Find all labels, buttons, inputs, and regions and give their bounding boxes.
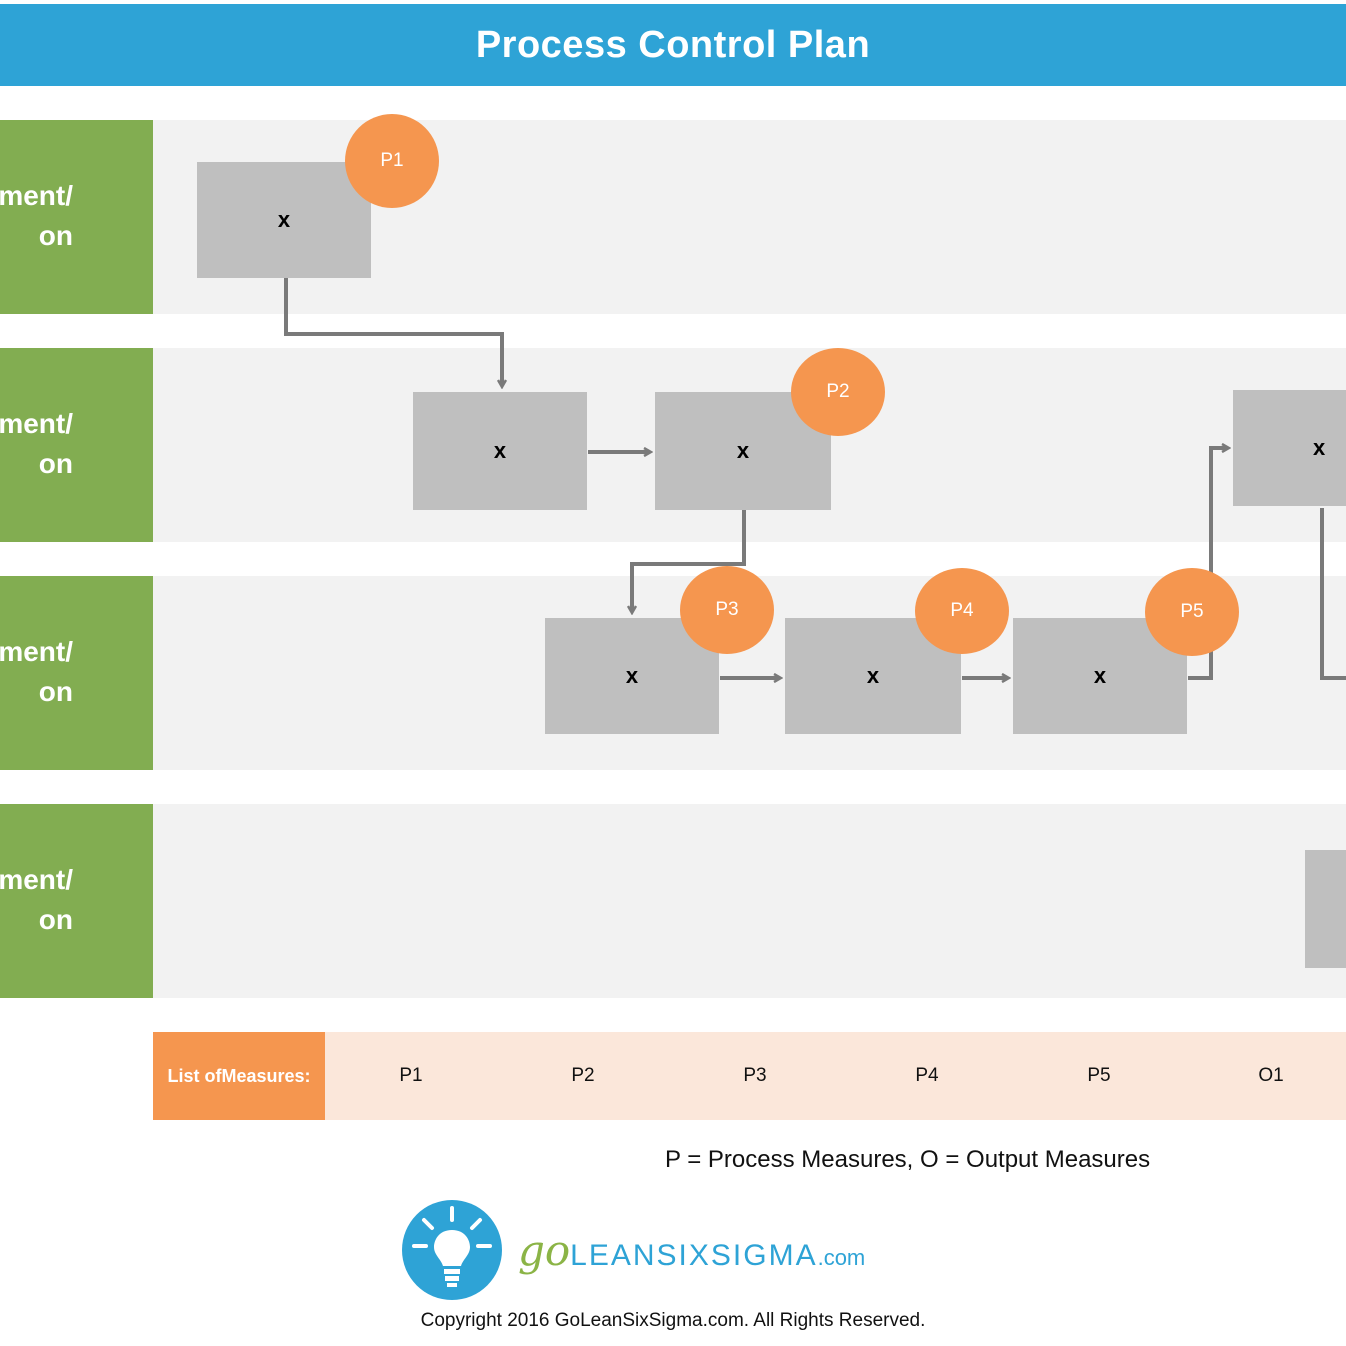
measure-marker-p4: P4 [915, 568, 1009, 654]
measure-item: P5 [1087, 1065, 1111, 1086]
brand-wordmark: goLEANSIXSIGMA.com [518, 1226, 866, 1275]
process-step-2: x [413, 392, 587, 510]
measure-item: O1 [1258, 1065, 1284, 1086]
lightbulb-icon [402, 1200, 502, 1300]
lane-3-label: ment/ on [0, 576, 153, 770]
measure-item: P2 [571, 1065, 595, 1086]
lane-4-background [153, 804, 1346, 998]
lane-2-label: ment/ on [0, 348, 153, 542]
process-step-8 [1305, 850, 1346, 968]
lane-4-label: ment/ on [0, 804, 153, 998]
process-step-7: x [1233, 390, 1346, 506]
measure-item: P1 [399, 1065, 423, 1086]
measure-marker-p1: P1 [345, 114, 439, 208]
measure-marker-p2: P2 [791, 348, 885, 436]
measures-row: P1 P2 P3 P4 P5 O1 [325, 1032, 1346, 1120]
measure-item: P4 [915, 1065, 939, 1086]
process-step-1: x [197, 162, 371, 278]
page-title: Process Control Plan [0, 4, 1346, 86]
brand-logo: goLEANSIXSIGMA.com [400, 1198, 960, 1302]
measures-legend: P = Process Measures, O = Output Measure… [665, 1146, 1151, 1173]
measure-marker-p3: P3 [680, 566, 774, 654]
measure-item: P3 [743, 1065, 767, 1086]
lane-1-label: ment/ on [0, 120, 153, 314]
copyright-text: Copyright 2016 GoLeanSixSigma.com. All R… [420, 1310, 926, 1331]
measure-marker-p5: P5 [1145, 568, 1239, 656]
